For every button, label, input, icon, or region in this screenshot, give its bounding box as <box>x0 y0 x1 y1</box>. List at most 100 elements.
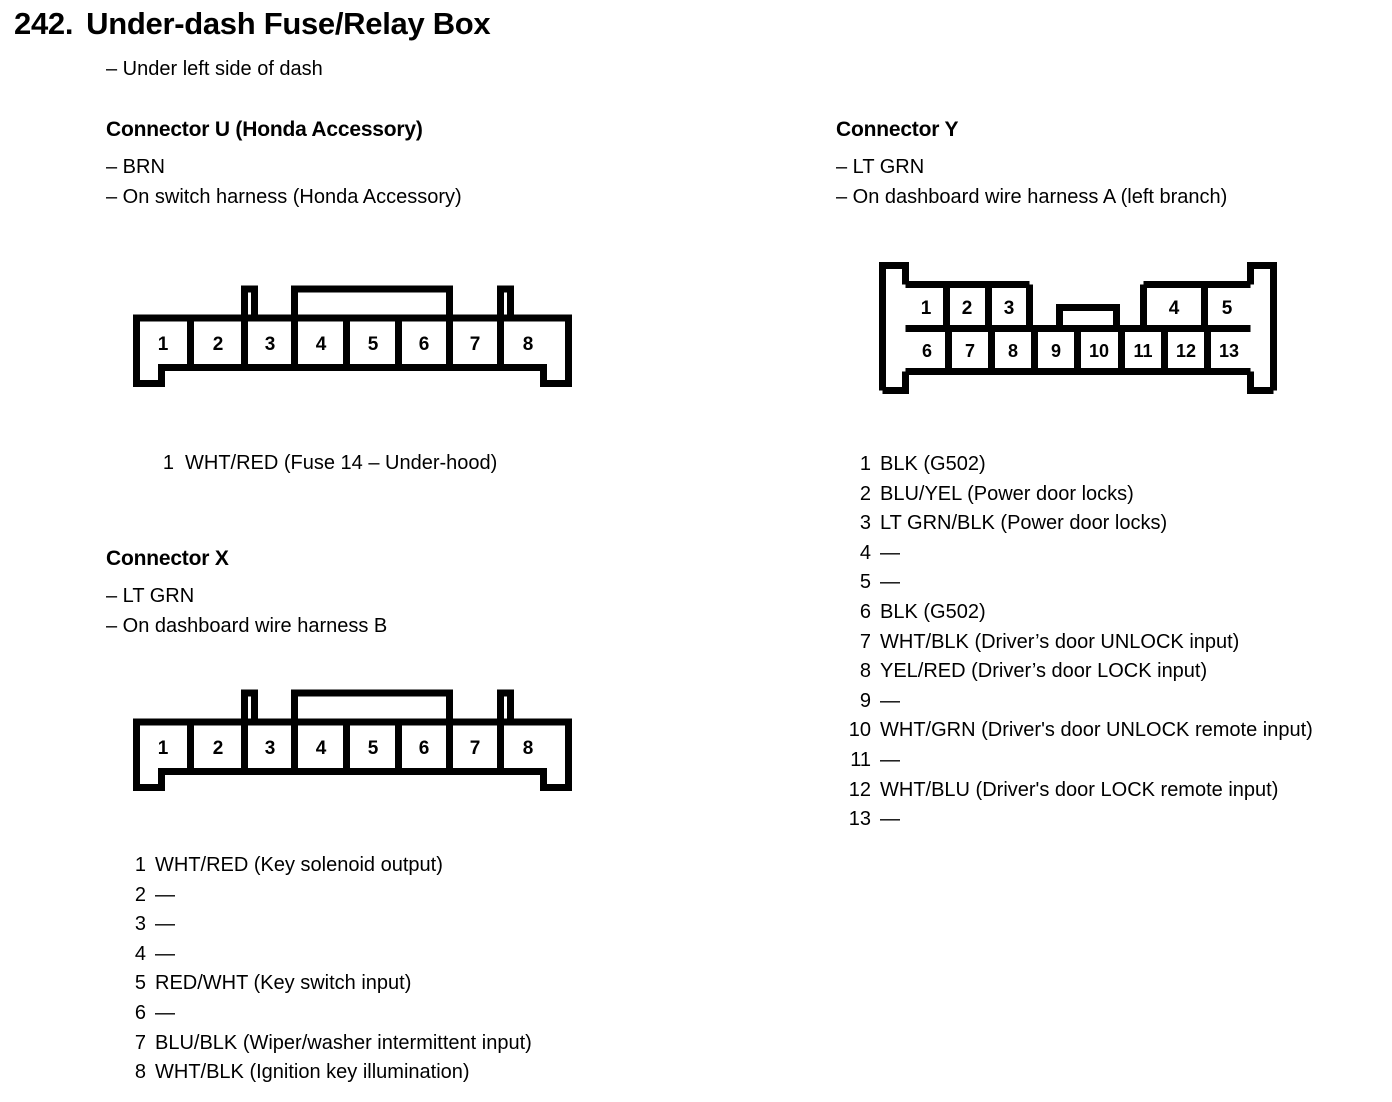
pin-number: 1 <box>134 854 146 876</box>
pin-description: WHT/BLK (Driver’s door UNLOCK input) <box>880 630 1240 653</box>
pin-description: LT GRN/BLK (Power door locks) <box>880 512 1168 535</box>
connector-u-pin-5: 5 <box>368 334 379 355</box>
connector-y-pin-10: 10 <box>1089 341 1109 361</box>
pin-row: 4 — <box>845 539 1313 569</box>
connector-u-svg: 1 2 3 4 5 6 7 8 <box>133 285 572 387</box>
connector-u-heading: Connector U (Honda Accessory) <box>106 118 423 141</box>
pin-description: YEL/RED (Driver’s door LOCK input) <box>880 660 1208 683</box>
pin-number: 2 <box>859 482 871 505</box>
connector-y-heading: Connector Y <box>836 118 959 141</box>
connector-u-diagram: 1 2 3 4 5 6 7 8 <box>130 278 575 390</box>
connector-y-pin-list: 1 BLK (G502) 2 BLU/YEL (Power door locks… <box>845 450 1313 835</box>
pin-description: WHT/RED (Key solenoid output) <box>155 854 443 876</box>
pin-row: 1 BLK (G502) <box>845 450 1313 480</box>
connector-y-pin-8: 8 <box>1008 341 1018 361</box>
pin-description: WHT/BLU (Driver's door LOCK remote input… <box>880 778 1279 801</box>
page-title-text: Under-dash Fuse/Relay Box <box>86 6 491 41</box>
pin-row: 7 WHT/BLK (Driver’s door UNLOCK input) <box>845 628 1313 658</box>
pin-row: 9 — <box>845 687 1313 717</box>
connector-x-pin-list: 1 WHT/RED (Key solenoid output) 2 — 3 — … <box>120 851 532 1088</box>
connector-y-svg: 1 2 3 4 5 6 7 8 9 10 11 12 13 <box>879 262 1277 394</box>
pin-number: 3 <box>134 913 146 936</box>
pin-number: 1 <box>162 452 174 474</box>
pin-number: 9 <box>859 689 871 712</box>
pin-description: — <box>880 689 900 712</box>
connector-u-color: – BRN <box>106 156 165 178</box>
page-title: 242.Under-dash Fuse/Relay Box <box>14 6 491 42</box>
pin-number: 11 <box>850 748 871 771</box>
pin-row: 10 WHT/GRN (Driver's door UNLOCK remote … <box>845 716 1313 746</box>
pin-row: 1 WHT/RED (Key solenoid output) <box>120 851 532 881</box>
pin-description: — <box>155 1001 175 1024</box>
connector-u-pin-6: 6 <box>419 334 430 355</box>
pin-number: 8 <box>134 1061 146 1084</box>
connector-u-harness: – On switch harness (Honda Accessory) <box>106 186 462 208</box>
pin-row: 2 BLU/YEL (Power door locks) <box>845 480 1313 510</box>
connector-x-heading: Connector X <box>106 547 229 570</box>
connector-y-diagram: 1 2 3 4 5 6 7 8 9 10 11 12 13 <box>876 260 1280 396</box>
pin-number: 6 <box>859 600 871 623</box>
pin-description: — <box>880 541 900 564</box>
pin-number: 7 <box>859 630 871 653</box>
pin-number: 3 <box>859 512 871 535</box>
pin-number: 13 <box>848 808 871 831</box>
pin-row: 8 YEL/RED (Driver’s door LOCK input) <box>845 657 1313 687</box>
pin-row: 13 — <box>845 805 1313 835</box>
connector-y-harness: – On dashboard wire harness A (left bran… <box>836 186 1228 208</box>
pin-number: 7 <box>134 1031 146 1054</box>
pin-row: 3 LT GRN/BLK (Power door locks) <box>845 509 1313 539</box>
pin-row: 5 — <box>845 568 1313 598</box>
pin-description: — <box>880 808 900 831</box>
connector-x-pin-3: 3 <box>265 738 276 759</box>
connector-y-pin-11: 11 <box>1133 341 1152 361</box>
pin-number: 2 <box>134 883 146 906</box>
pin-number: 12 <box>848 778 871 801</box>
pin-row: 5 RED/WHT (Key switch input) <box>120 969 532 999</box>
pin-number: 5 <box>859 571 871 594</box>
connector-y-pin-12: 12 <box>1176 341 1196 361</box>
connector-y-pin-5: 5 <box>1222 298 1233 319</box>
pin-description: — <box>880 748 900 771</box>
connector-x-diagram: 1 2 3 4 5 6 7 8 <box>130 682 575 794</box>
pin-number: 1 <box>859 453 871 475</box>
pin-description: WHT/GRN (Driver's door UNLOCK remote inp… <box>880 719 1313 742</box>
pin-row: 12 WHT/BLU (Driver's door LOCK remote in… <box>845 776 1313 806</box>
connector-y-pin-1: 1 <box>921 298 932 319</box>
connector-u-pin-2: 2 <box>213 334 224 355</box>
connector-x-pin-6: 6 <box>419 738 430 759</box>
pin-description: BLK (G502) <box>880 453 986 475</box>
pin-description: — <box>155 883 175 906</box>
connector-y-pin-4: 4 <box>1169 298 1180 319</box>
pin-description: — <box>155 942 175 965</box>
pin-row: 8 WHT/BLK (Ignition key illumination) <box>120 1058 532 1088</box>
pin-description: — <box>155 913 175 936</box>
connector-x-pin-5: 5 <box>368 738 379 759</box>
connector-x-pin-7: 7 <box>470 738 481 759</box>
connector-x-pin-8: 8 <box>523 738 534 759</box>
pin-number: 8 <box>859 660 871 683</box>
connector-y-color: – LT GRN <box>836 156 925 178</box>
connector-y-pin-13: 13 <box>1219 341 1239 361</box>
page-subtitle: – Under left side of dash <box>106 58 323 80</box>
connector-x-pin-2: 2 <box>213 738 224 759</box>
pin-number: 10 <box>848 719 871 742</box>
connector-y-pin-9: 9 <box>1051 341 1061 361</box>
pin-number: 4 <box>859 541 871 564</box>
pin-description: BLK (G502) <box>880 600 986 623</box>
pin-description: RED/WHT (Key switch input) <box>155 972 412 995</box>
connector-u-pin-list: 1 WHT/RED (Fuse 14 – Under-hood) <box>160 449 497 479</box>
pin-row: 3 — <box>120 910 532 940</box>
pin-number: 5 <box>134 972 146 995</box>
connector-x-pin-1: 1 <box>158 738 169 759</box>
pin-description: WHT/RED (Fuse 14 – Under-hood) <box>185 452 498 474</box>
connector-x-pin-4: 4 <box>316 738 327 759</box>
pin-description: — <box>880 571 900 594</box>
connector-u-pin-8: 8 <box>523 334 534 355</box>
pin-row: 7 BLU/BLK (Wiper/washer intermittent inp… <box>120 1029 532 1059</box>
pin-description: BLU/BLK (Wiper/washer intermittent input… <box>155 1031 532 1054</box>
pin-description: WHT/BLK (Ignition key illumination) <box>155 1061 470 1084</box>
connector-y-pin-3: 3 <box>1004 298 1015 319</box>
connector-y-pin-7: 7 <box>965 341 975 361</box>
connector-y-pin-2: 2 <box>962 298 973 319</box>
